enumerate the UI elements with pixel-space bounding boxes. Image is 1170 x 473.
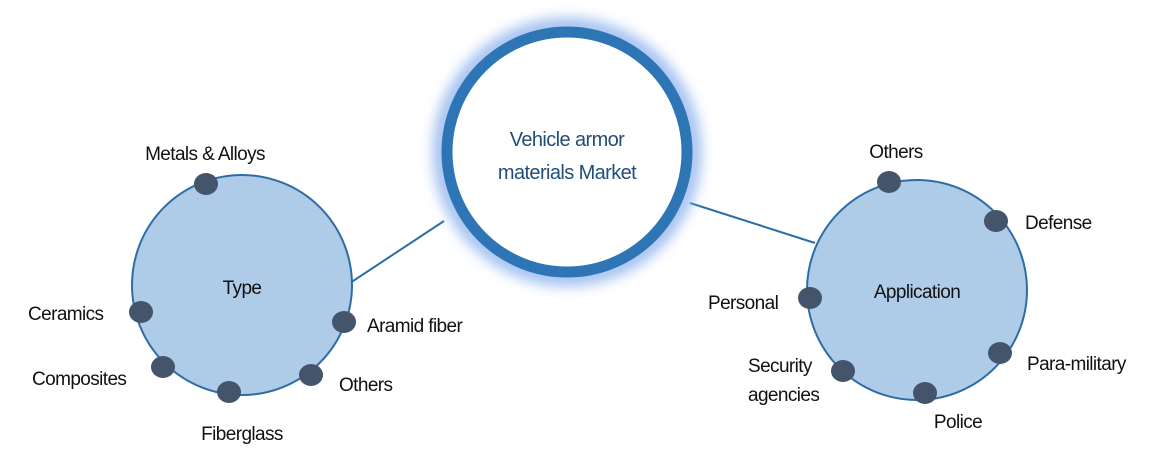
application-label-police: Police — [934, 412, 982, 433]
dot — [217, 381, 241, 403]
center-title-line2: materials Market — [498, 162, 637, 184]
application-label-security: Security — [748, 356, 813, 377]
type-label-metals-alloys: Metals & Alloys — [145, 144, 265, 165]
dot — [151, 356, 175, 378]
dot — [913, 382, 937, 404]
application-label-others: Others — [869, 142, 923, 163]
dot — [877, 171, 901, 193]
connector-application — [689, 202, 816, 244]
type-node: Type Metals & Alloys Ceramics Composites… — [28, 144, 464, 445]
dot — [194, 173, 218, 195]
dot — [831, 360, 855, 382]
application-title: Application — [874, 282, 960, 303]
type-dots — [129, 173, 356, 403]
type-label-aramid-fiber: Aramid fiber — [367, 316, 463, 337]
dot — [129, 301, 153, 323]
center-glow — [434, 19, 700, 285]
type-label-others: Others — [339, 375, 393, 396]
application-label-defense: Defense — [1025, 213, 1092, 234]
application-node: Application Others Defense Personal Secu… — [708, 142, 1128, 433]
application-label-personal: Personal — [708, 293, 778, 314]
application-dots — [798, 171, 1012, 404]
type-label-ceramics: Ceramics — [28, 304, 104, 325]
dot — [984, 210, 1008, 232]
application-label-para-military: Para-military — [1027, 354, 1127, 375]
center-node: Vehicle armor materials Market — [434, 19, 700, 285]
dot — [988, 342, 1012, 364]
application-label-agencies: agencies — [748, 385, 819, 406]
dot — [798, 287, 822, 309]
center-ring — [441, 26, 693, 278]
dot — [332, 311, 356, 333]
dot — [299, 364, 323, 386]
type-label-fiberglass: Fiberglass — [201, 424, 283, 445]
connector-type — [349, 220, 445, 284]
center-title-line1: Vehicle armor — [510, 129, 625, 151]
type-label-composites: Composites — [32, 369, 126, 390]
type-title: Type — [223, 278, 262, 299]
type-circle — [131, 174, 353, 396]
